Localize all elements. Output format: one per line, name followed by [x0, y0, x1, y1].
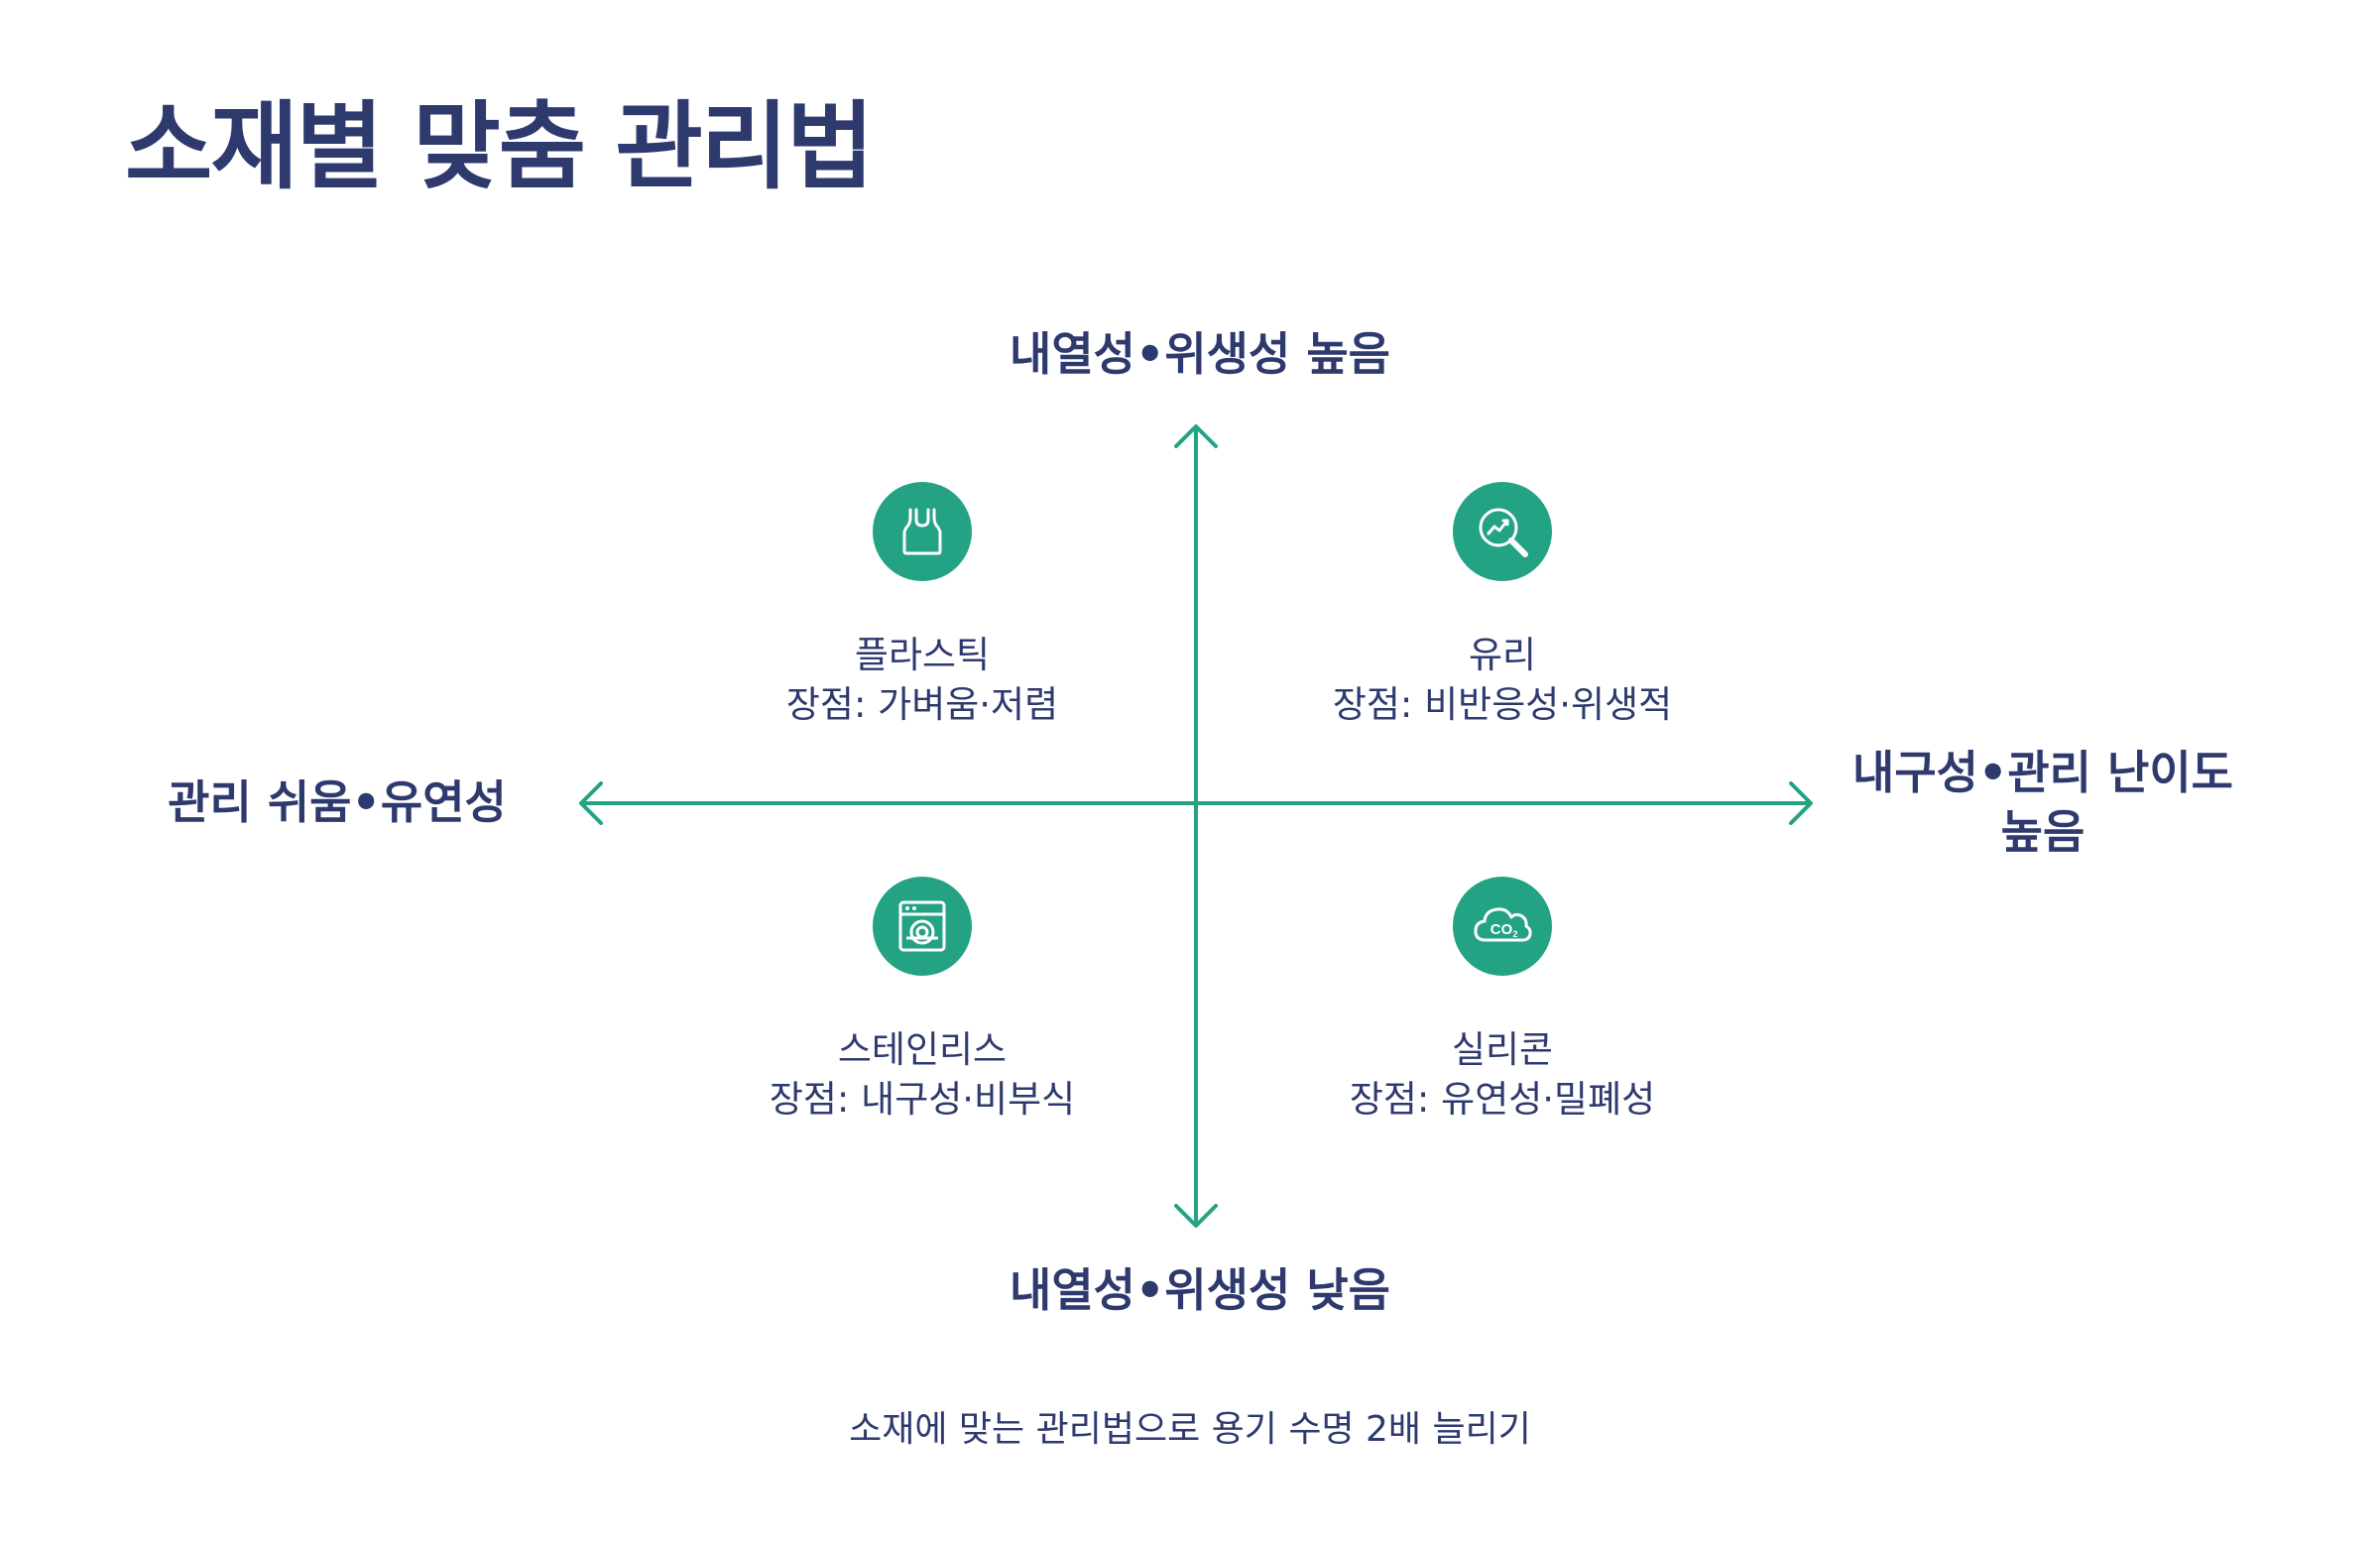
item-name: 스테인리스	[837, 1028, 1008, 1071]
item-name: 실리콘	[1451, 1028, 1554, 1071]
axis-label-left: 관리 쉬움•유연성	[168, 775, 507, 829]
axis-label-bottom: 내열성•위생성 낮음	[1010, 1263, 1390, 1317]
axis-label-right: 내구성•관리 난이도 높음	[1825, 744, 2261, 863]
washing-machine-icon	[873, 877, 972, 976]
page-title: 소재별 맞춤 관리법	[125, 91, 874, 202]
axis-label-top: 내열성•위생성 높음	[1010, 327, 1390, 381]
quadrant-item-glass: 유리 장점: 비반응성·위생적	[1264, 482, 1740, 730]
quadrant-item-silicone: CO 2 실리콘 장점: 유연성·밀폐성	[1264, 877, 1740, 1125]
quadrant-item-stainless: 스테인리스 장점: 내구성·비부식	[684, 877, 1160, 1125]
co2-cloud-icon: CO 2	[1453, 877, 1552, 976]
item-name: 플라스틱	[854, 634, 991, 676]
item-description: 장점: 유연성·밀폐성	[1349, 1077, 1656, 1121]
magnifier-chart-icon	[1453, 482, 1552, 581]
item-description: 장점: 비반응성·위생적	[1332, 682, 1673, 726]
top-arrowhead	[1174, 424, 1218, 448]
plastic-bag-icon	[873, 482, 972, 581]
axis-label-right-text: 내구성•관리 난이도 높음	[1852, 746, 2233, 859]
footer-caption: 소재에 맞는 관리법으로 용기 수명 2배 늘리기	[849, 1409, 1531, 1450]
left-arrowhead	[579, 781, 603, 825]
svg-text:CO: CO	[1490, 921, 1513, 938]
svg-text:2: 2	[1512, 929, 1517, 939]
bottom-arrowhead	[1174, 1204, 1218, 1228]
item-name: 유리	[1468, 634, 1537, 676]
item-description: 장점: 내구성·비부식	[769, 1077, 1076, 1121]
quadrant-item-plastic: 플라스틱 장점: 가벼움·저렴	[684, 482, 1160, 730]
right-arrowhead	[1789, 781, 1813, 825]
item-description: 장점: 가벼움·저렴	[785, 682, 1059, 726]
